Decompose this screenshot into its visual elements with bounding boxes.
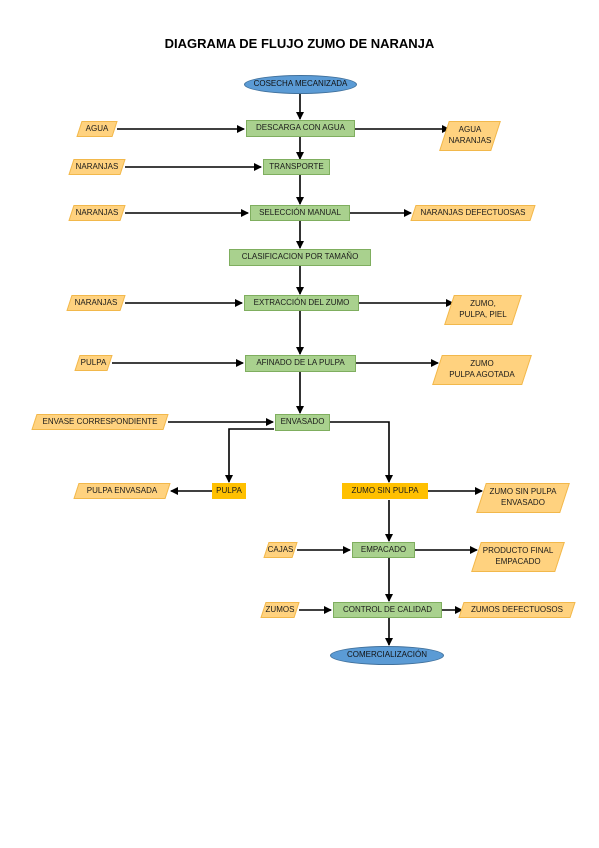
input-naranjas-label: NARANJAS [75,161,119,171]
output-zumo-pulpa-agotada-label: ZUMO PULPA AGOTADA [449,359,515,379]
output-zumos-defectuosos: ZUMOS DEFECTUOSOS [458,602,576,618]
node-seleccion-manual: SELECCIÓN MANUAL [250,205,350,221]
output-producto-final-empacado: PRODUCTO FINAL EMPACADO [471,542,565,572]
input-zumos-label: ZUMOS [265,604,295,614]
output-zumo-pulpa-agotada: ZUMO PULPA AGOTADA [432,355,532,385]
output-producto-final-label: PRODUCTO FINAL EMPACADO [482,546,554,566]
node-comercializacion: COMERCIALIZACIÓN [330,646,444,665]
node-pulpa: PULPA [212,483,246,499]
arrow-envasado-zumo-sin-pulpa [330,421,393,483]
node-zumo-sin-pulpa: ZUMO SIN PULPA [342,483,428,499]
output-zumo-sin-pulpa-envasado: ZUMO SIN PULPA ENVASADO [476,483,570,513]
node-control-de-calidad: CONTROL DE CALIDAD [333,602,442,618]
output-zumo-pulpa-piel-label: ZUMO, PULPA, PIEL [459,299,507,319]
output-zumo-pulpa-piel: ZUMO, PULPA, PIEL [444,295,522,325]
input-cajas-label: CAJAS [267,544,294,554]
output-agua-naranjas-label: AGUA NARANJAS [448,125,492,145]
output-pulpa-envasada: PULPA ENVASADA [73,483,171,499]
input-agua-label: AGUA [85,123,109,133]
output-naranjas-defectuosas: NARANJAS DEFECTUOSAS [410,205,536,221]
input-naranjas-extraccion: NARANJAS [66,295,126,311]
node-empacado: EMPACADO [352,542,415,558]
input-cajas: CAJAS [263,542,298,558]
node-transporte: TRANSPORTE [263,159,330,175]
node-envasado: ENVASADO [275,414,330,431]
node-afinado-de-la-pulpa: AFINADO DE LA PULPA [245,355,356,372]
input-naranjas-label: NARANJAS [75,207,119,217]
diagram-title: DIAGRAMA DE FLUJO ZUMO DE NARANJA [164,36,435,51]
input-zumos: ZUMOS [260,602,300,618]
output-naranjas-defectuosas-label: NARANJAS DEFECTUOSAS [420,207,526,217]
input-pulpa: PULPA [74,355,113,371]
input-envase-label: ENVASE CORRESPONDIENTE [42,416,158,426]
input-naranjas-label: NARANJAS [74,297,118,307]
arrow-envasado-pulpa [225,428,274,483]
output-zumo-sin-pulpa-envasado-label: ZUMO SIN PULPA ENVASADO [489,487,557,507]
input-agua: AGUA [76,121,118,137]
node-clasificacion-por-tamano: CLASIFICACION POR TAMAÑO [229,249,371,266]
node-extraccion-del-zumo: EXTRACCIÓN DEL ZUMO [244,295,359,311]
input-naranjas-transporte: NARANJAS [68,159,126,175]
input-envase-correspondiente: ENVASE CORRESPONDIENTE [31,414,169,430]
node-cosecha-mecanizada: COSECHA MECANIZADA [244,75,357,94]
input-naranjas-seleccion: NARANJAS [68,205,126,221]
input-pulpa-label: PULPA [80,357,107,367]
output-agua-naranjas: AGUA NARANJAS [439,121,501,151]
node-descarga-con-agua: DESCARGA CON AGUA [246,120,355,137]
output-pulpa-envasada-label: PULPA ENVASADA [86,485,158,495]
output-zumos-defectuosos-label: ZUMOS DEFECTUOSOS [470,604,563,614]
